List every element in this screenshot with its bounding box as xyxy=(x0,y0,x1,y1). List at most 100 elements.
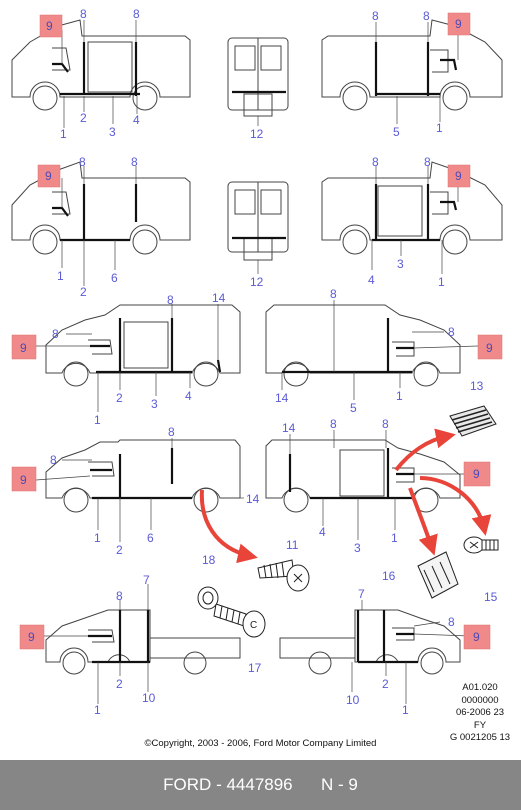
callout-label: 3 xyxy=(151,397,158,411)
callout-label: 9 xyxy=(486,341,493,355)
callout-label: 8 xyxy=(52,327,59,341)
callout-label: 2 xyxy=(80,285,87,299)
part-11-screw-icon xyxy=(257,559,310,592)
callout-label: 17 xyxy=(248,661,262,675)
footer-page: N - 9 xyxy=(320,775,358,794)
callout-label: 9 xyxy=(28,630,35,644)
callout-label: 12 xyxy=(250,275,264,289)
van-side-right-xlong xyxy=(265,439,461,513)
leader-lines xyxy=(35,20,479,704)
footer-separator: - xyxy=(211,775,227,794)
callout-label: 1 xyxy=(438,275,445,289)
callout-label: 4 xyxy=(368,273,375,287)
callout-label: 1 xyxy=(396,389,403,403)
callout-label: 1 xyxy=(94,531,101,545)
callout-label: 8 xyxy=(168,425,175,439)
part-15-screw-icon xyxy=(463,536,499,554)
callout-label: 1 xyxy=(94,703,101,717)
callout-label: 1 xyxy=(402,703,409,717)
callout-label: 8 xyxy=(167,293,174,307)
callout-label: 5 xyxy=(393,125,400,139)
callout-label: 8 xyxy=(382,417,389,431)
callout-label: 8 xyxy=(116,589,123,603)
callout-label: 9 xyxy=(46,19,53,33)
callout-label: 8 xyxy=(372,155,379,169)
part-16-clip-icon xyxy=(417,551,459,599)
van-side-left-short xyxy=(11,19,191,111)
callout-label: 14 xyxy=(282,421,296,435)
callout-label: 1 xyxy=(57,269,64,283)
callout-label: 4 xyxy=(185,389,192,403)
part-17-push-pin-icon: C xyxy=(213,603,266,638)
seal-strips xyxy=(52,42,458,664)
callout-label: 2 xyxy=(116,543,123,557)
callout-label: 3 xyxy=(354,541,361,555)
callout-label: 8 xyxy=(448,615,455,629)
van-side-right-medium xyxy=(321,161,503,255)
footer-gap xyxy=(293,775,321,795)
chassis-cab-left xyxy=(45,609,241,675)
callout-label: 14 xyxy=(246,492,260,506)
callout-label: 8 xyxy=(423,9,430,23)
part-18-washer-icon xyxy=(197,586,219,610)
van-rear-view-1 xyxy=(227,37,289,117)
footer-brand: FORD xyxy=(163,775,212,794)
callout-label: 9 xyxy=(455,17,462,31)
callout-label: 8 xyxy=(448,325,455,339)
detail-arrows xyxy=(199,428,492,564)
ref-line: 06-2006 23 xyxy=(455,707,505,718)
callout-label: 4 xyxy=(319,525,326,539)
callouts: 9 8 8 1 2 3 4 12 8 8 9 5 1 9 8 8 1 2 6 1… xyxy=(20,7,498,717)
callout-label: 6 xyxy=(147,531,154,545)
callout-label: 5 xyxy=(350,401,357,415)
callout-label: 8 xyxy=(131,155,138,169)
footer-bar: FORD - 4447896 N - 9 xyxy=(0,760,521,810)
callout-label: 9 xyxy=(45,169,52,183)
callout-label: 8 xyxy=(330,287,337,301)
callout-label: 15 xyxy=(484,590,498,604)
callout-label: 8 xyxy=(372,9,379,23)
parts-diagram: C 9 8 8 1 2 3 4 12 8 8 9 5 1 9 8 xyxy=(11,7,503,717)
callout-label: 7 xyxy=(143,573,150,587)
callout-label: 14 xyxy=(212,291,226,305)
callout-label: 11 xyxy=(286,538,299,552)
ref-line: A01.020 xyxy=(462,682,498,693)
callout-label: 9 xyxy=(20,473,27,487)
van-rear-view-2 xyxy=(227,181,289,261)
copyright-notice: ©Copyright, 2003 - 2006, Ford Motor Comp… xyxy=(144,738,377,749)
callout-label: 1 xyxy=(94,413,101,427)
callout-label: 8 xyxy=(80,7,87,21)
callout-label: 10 xyxy=(346,693,360,707)
van-side-right-long-hightop xyxy=(265,304,461,387)
callout-label: 9 xyxy=(455,169,462,183)
callout-label: 1 xyxy=(60,127,67,141)
van-side-left-xlong xyxy=(45,439,241,513)
callout-label: 18 xyxy=(202,553,216,567)
callout-label: 10 xyxy=(142,691,156,705)
callout-label: 9 xyxy=(473,467,480,481)
callout-label: 1 xyxy=(391,531,398,545)
reference-codes: A01.020 0000000 06-2006 23 FY G 0021205 … xyxy=(440,682,520,745)
callout-label: 1 xyxy=(436,121,443,135)
callout-label: 4 xyxy=(133,113,140,127)
svg-text:C: C xyxy=(250,620,257,631)
callout-label: 7 xyxy=(358,587,365,601)
van-side-right-short xyxy=(321,19,503,111)
callout-label: 8 xyxy=(79,155,86,169)
callout-label: 12 xyxy=(250,127,264,141)
callout-label: 3 xyxy=(397,257,404,271)
callout-label: 14 xyxy=(275,391,289,405)
callout-label: 16 xyxy=(382,569,396,583)
callout-label: 8 xyxy=(50,453,57,467)
ref-line: 0000000 xyxy=(461,694,499,706)
callout-label: 13 xyxy=(470,379,484,393)
callout-label: 6 xyxy=(111,271,118,285)
van-side-left-medium xyxy=(11,161,191,255)
footer-part-number: 4447896 xyxy=(226,775,293,794)
highlight-boxes xyxy=(11,12,503,650)
callout-label: 9 xyxy=(473,630,480,644)
callout-label: 8 xyxy=(424,155,431,169)
callout-label: 2 xyxy=(116,677,123,691)
chassis-cab-right xyxy=(279,609,461,675)
van-side-left-long-hightop xyxy=(45,304,241,387)
